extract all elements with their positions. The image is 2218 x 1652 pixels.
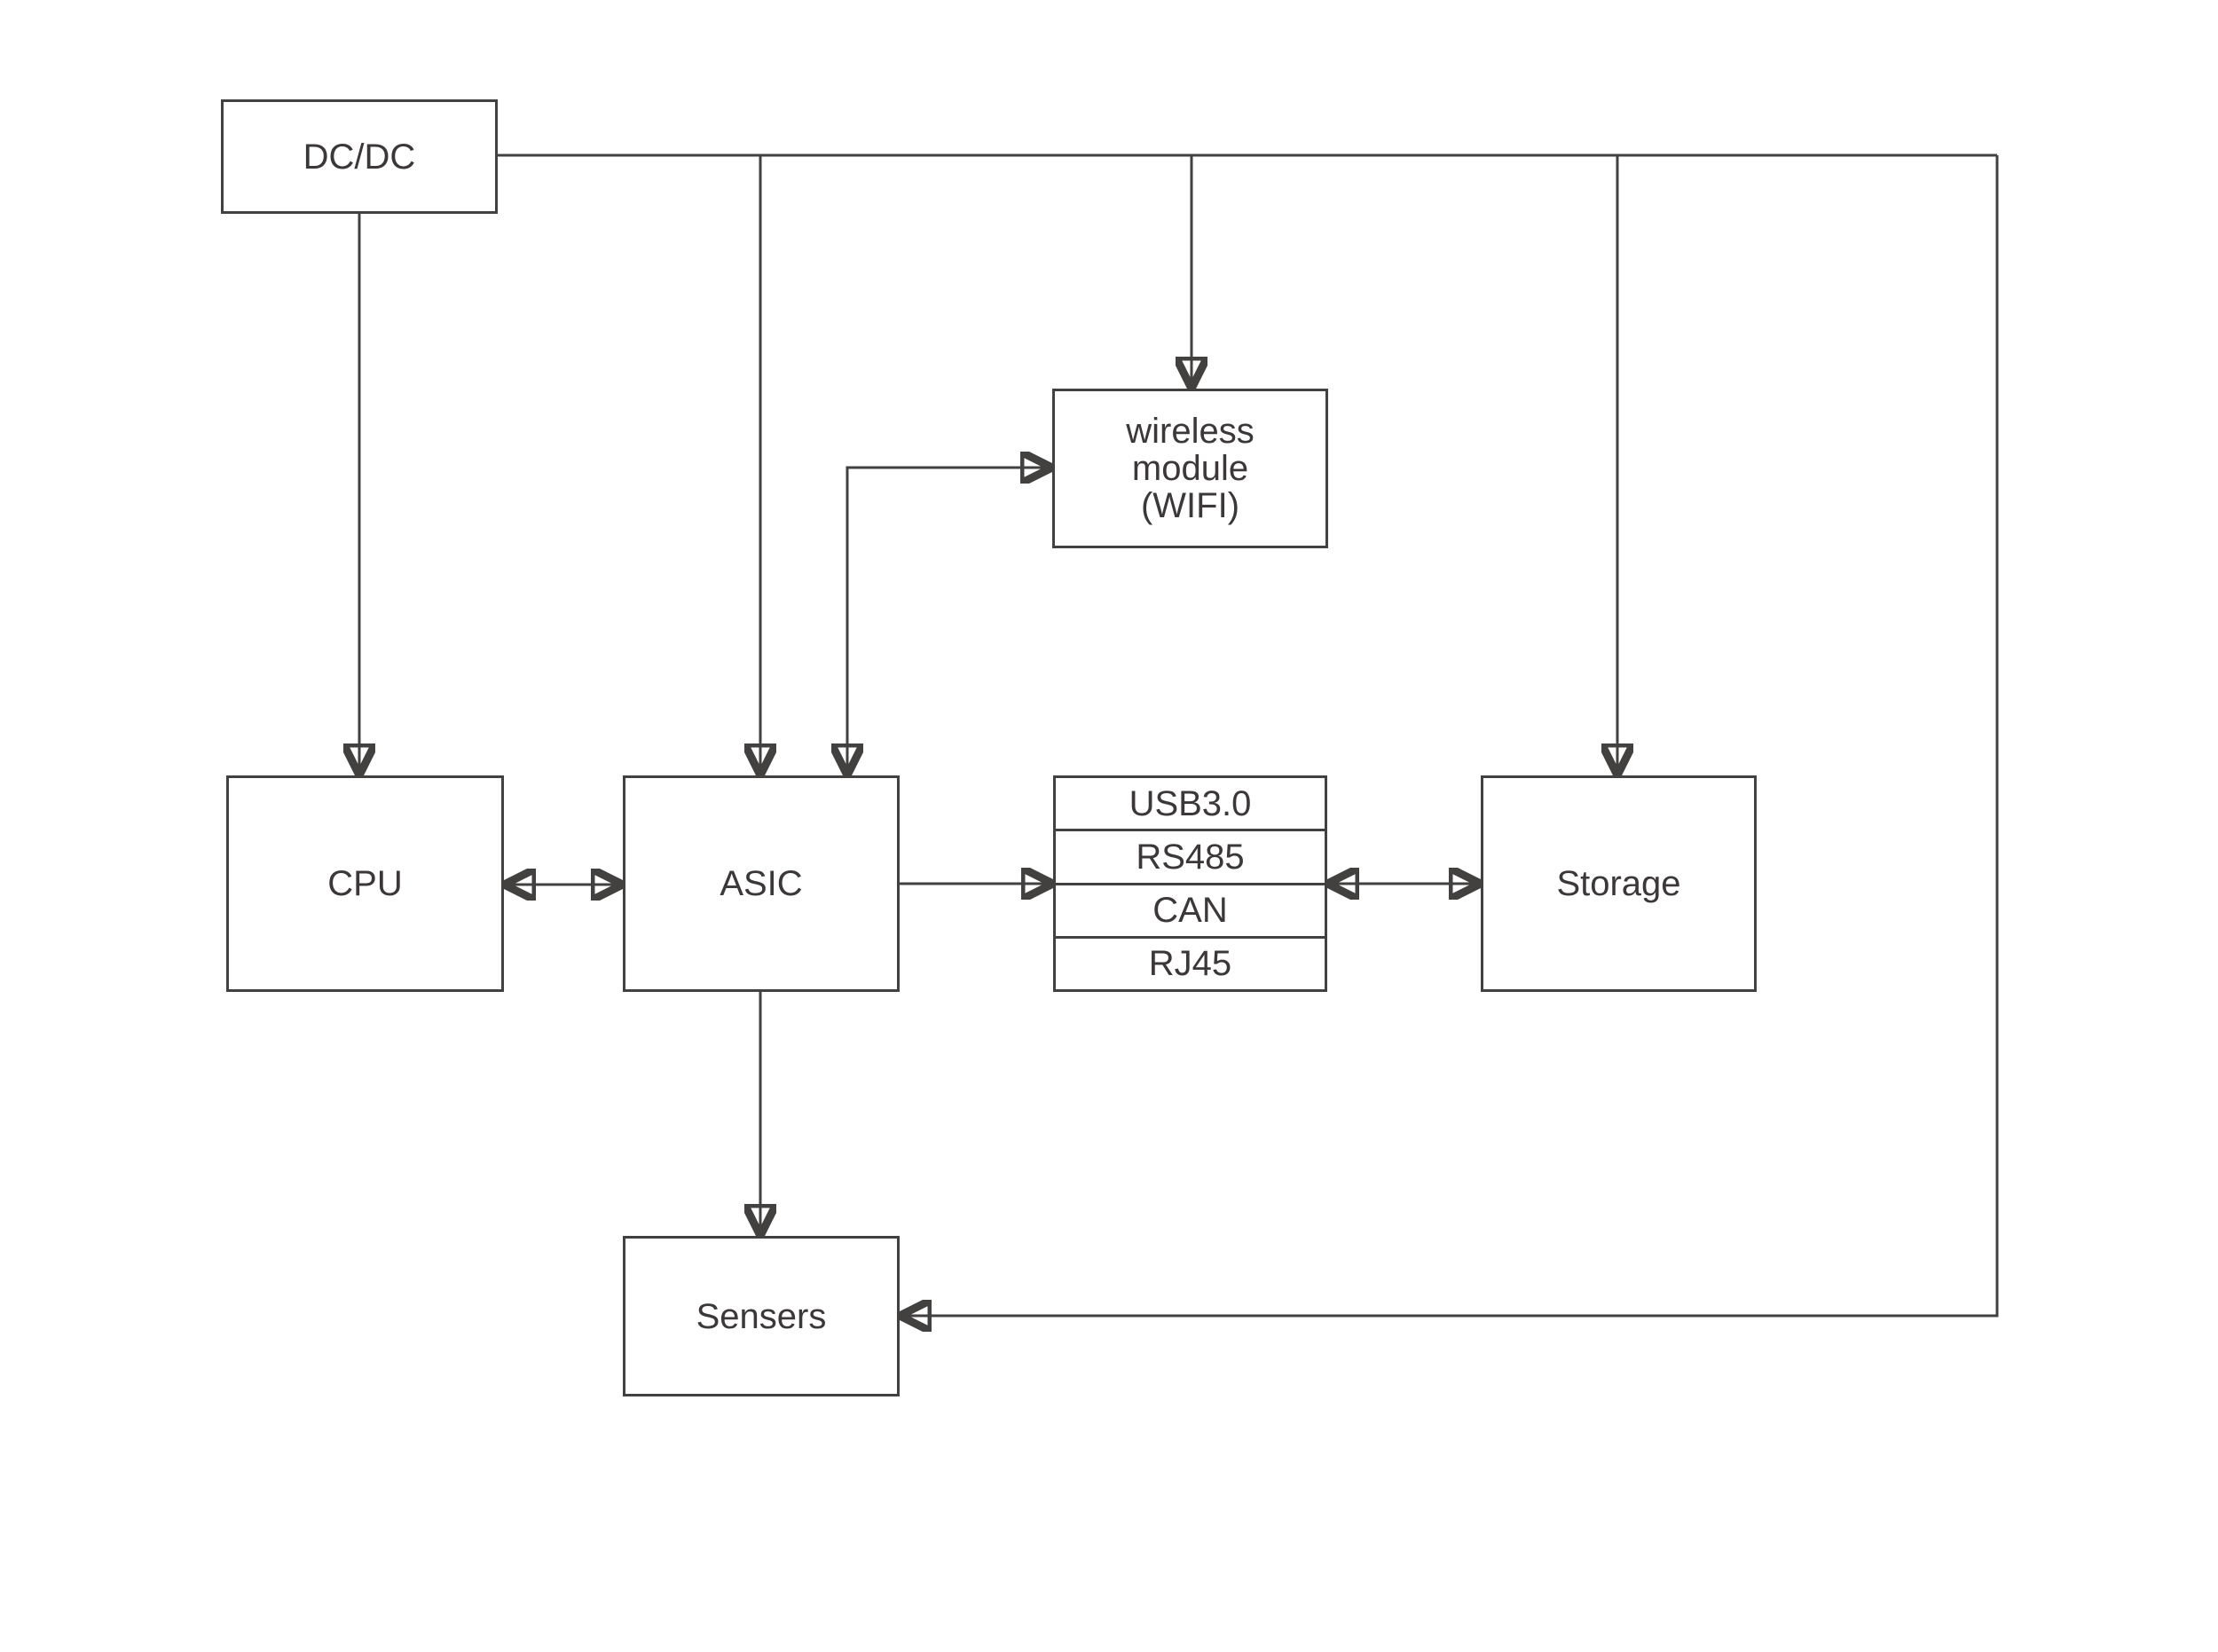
node-wireless-label-line1: wireless <box>1126 412 1255 451</box>
node-asic: ASIC <box>623 775 900 992</box>
node-dcdc-label: DC/DC <box>303 137 416 177</box>
node-storage-label: Storage <box>1556 864 1681 903</box>
node-sensers-label: Sensers <box>696 1296 827 1336</box>
node-wireless-label-line2: module <box>1131 449 1249 488</box>
node-interface-stack: USB3.0 RS485 CAN RJ45 <box>1053 775 1327 992</box>
node-cpu: CPU <box>226 775 504 992</box>
node-sensers: Sensers <box>623 1236 900 1396</box>
edge-asic-wireless <box>847 468 1052 775</box>
interface-row-rs485: RS485 <box>1056 831 1325 885</box>
interface-row-can: CAN <box>1056 885 1325 939</box>
node-wireless-label-line3: (WIFI) <box>1140 486 1240 525</box>
edge-rail-to-sensers <box>900 155 1999 1316</box>
node-wireless-module: wireless module (WIFI) <box>1052 389 1328 548</box>
node-dcdc: DC/DC <box>221 99 498 214</box>
interface-row-usb3: USB3.0 <box>1056 778 1325 832</box>
node-storage: Storage <box>1481 775 1757 992</box>
interface-row-rj45: RJ45 <box>1148 944 1232 984</box>
node-asic-label: ASIC <box>720 864 803 903</box>
node-cpu-label: CPU <box>327 864 403 903</box>
